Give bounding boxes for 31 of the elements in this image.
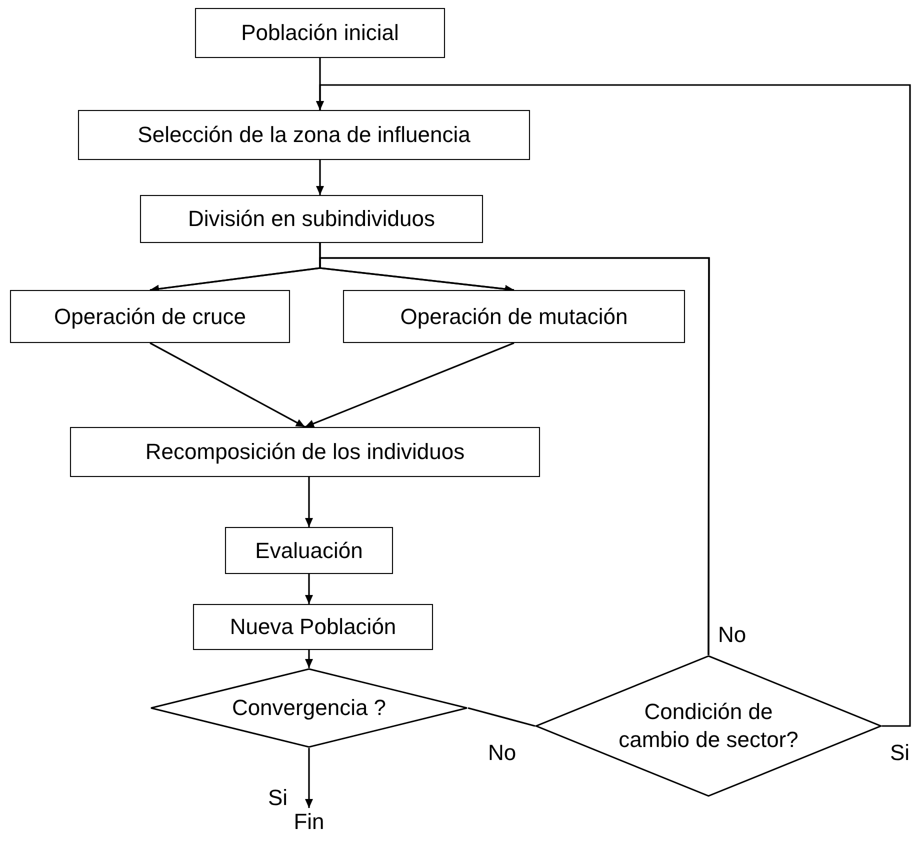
node-text: Convergencia ? — [232, 694, 386, 722]
arrow — [316, 160, 324, 195]
process-box — [225, 527, 393, 574]
node-text: Operación de mutación — [400, 302, 628, 330]
process-box — [78, 110, 530, 160]
arrow — [305, 650, 313, 668]
arrow — [305, 748, 313, 808]
node-text: Selección de la zona de influencia — [138, 121, 470, 149]
process-box — [195, 8, 445, 58]
decision-diamond — [150, 668, 468, 748]
arrow — [319, 257, 710, 655]
node-text: Operación de cruce — [54, 302, 246, 330]
node-text: Nueva Población — [230, 613, 396, 641]
node-text: Recomposición de los individuos — [145, 438, 465, 466]
node-text: Condición de cambio de sector? — [618, 698, 800, 754]
process-box — [10, 290, 290, 343]
node-text: Fin — [294, 808, 324, 836]
process-box — [70, 427, 540, 477]
arrow — [304, 342, 514, 428]
arrow — [305, 477, 313, 527]
process-box — [140, 195, 483, 243]
arrow — [305, 574, 313, 604]
decision-diamond — [535, 655, 882, 797]
arrow — [316, 84, 911, 727]
node-text: Población inicial — [241, 19, 399, 47]
arrow — [150, 342, 306, 428]
process-box — [343, 290, 685, 343]
connector-line — [468, 707, 536, 727]
node-text: Evaluación — [255, 536, 363, 564]
process-box — [193, 604, 433, 650]
node-text: División en subindividuos — [188, 205, 436, 233]
